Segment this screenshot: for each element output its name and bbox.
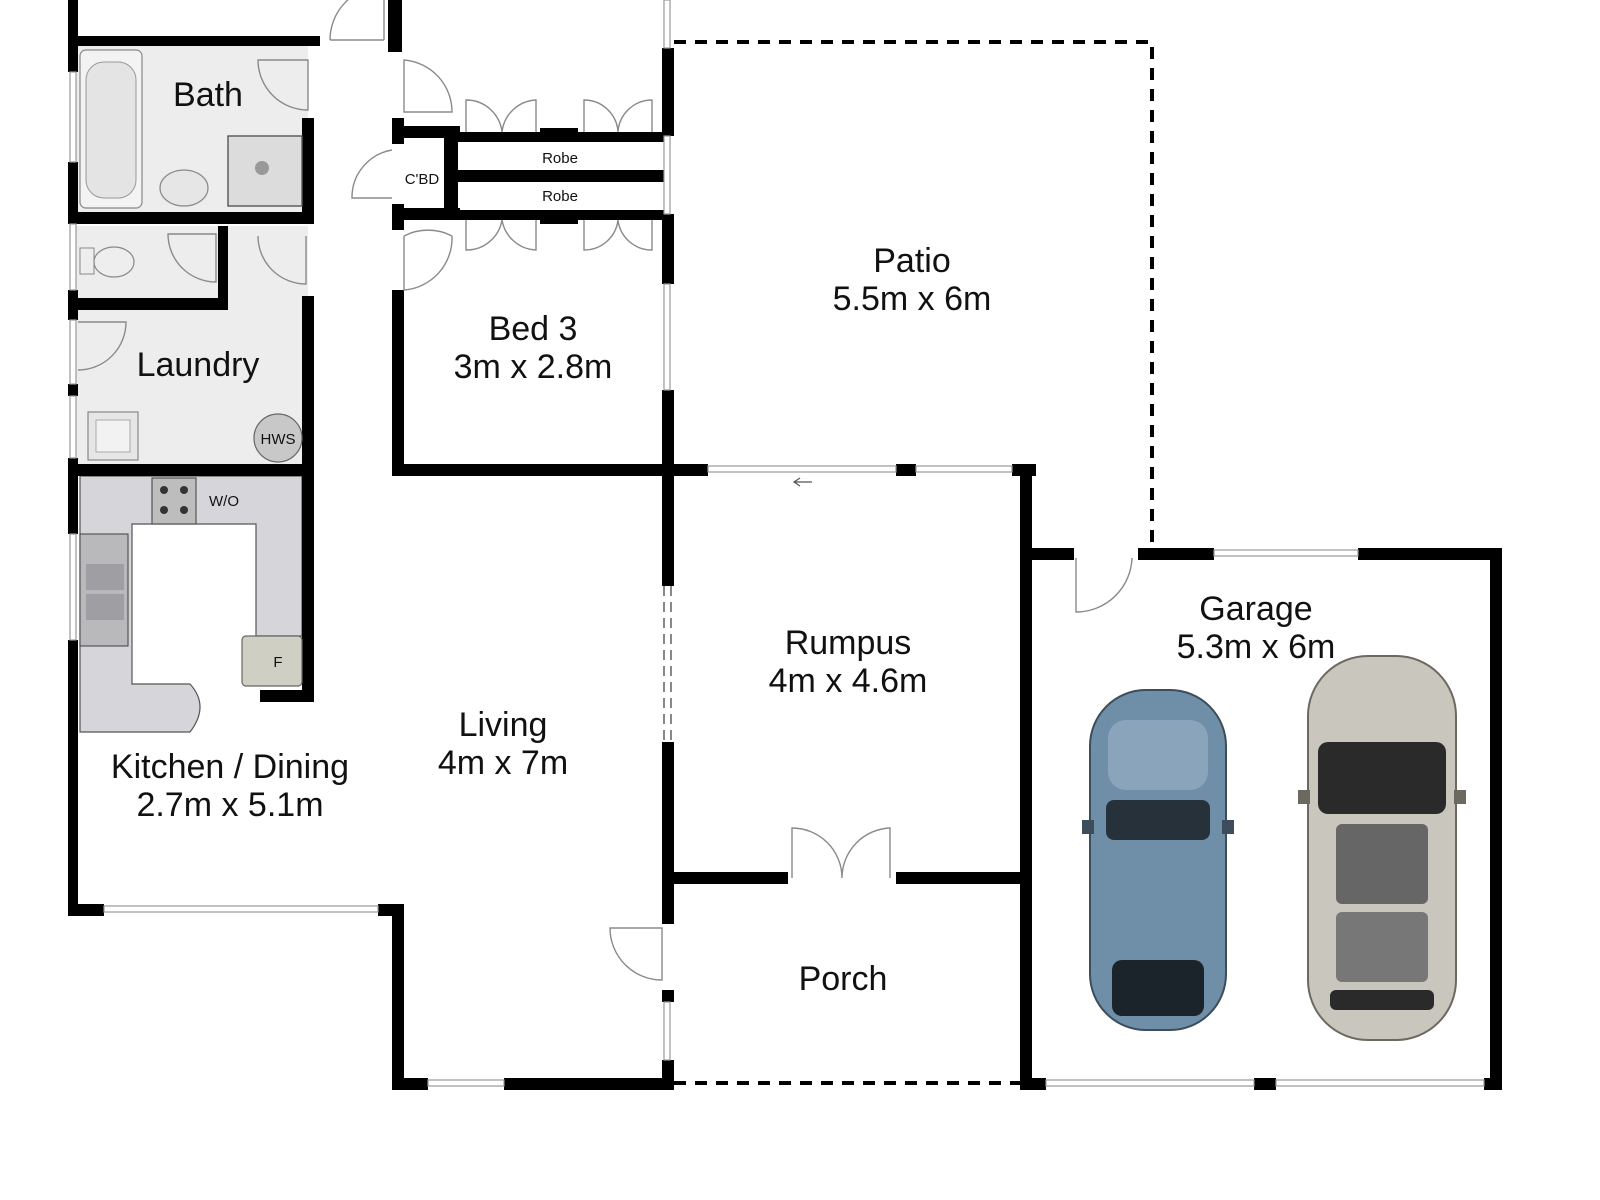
garage-dims: 5.3m x 6m <box>1177 628 1336 666</box>
fridge-icon <box>241 635 303 687</box>
doors <box>77 0 1133 981</box>
laundry-tub-icon <box>87 411 139 461</box>
sink-icon <box>79 533 129 647</box>
living-label: Living <box>459 706 548 744</box>
sliding-arrow-icon <box>792 477 812 487</box>
windows <box>69 0 1485 1087</box>
porch-label: Porch <box>799 960 888 998</box>
car-icon <box>1082 689 1234 1031</box>
fridge-label: F <box>273 654 282 671</box>
wo-label: W/O <box>209 493 239 510</box>
shower-icon <box>227 135 303 207</box>
bathtub-icon <box>79 49 143 209</box>
walls <box>68 0 1502 1090</box>
robe-lower-label: Robe <box>542 188 578 205</box>
rumpus-dims: 4m x 4.6m <box>769 662 928 700</box>
rumpus-label: Rumpus <box>785 624 912 662</box>
robe-upper-label: Robe <box>542 150 578 167</box>
living-dims: 4m x 7m <box>438 744 568 782</box>
hws-label: HWS <box>261 431 296 448</box>
garage-label: Garage <box>1199 590 1312 628</box>
laundry-label: Laundry <box>137 346 260 384</box>
basin-icon <box>159 169 209 207</box>
toilet-icon <box>79 246 135 278</box>
bed3-label: Bed 3 <box>489 310 578 348</box>
cooktop-icon <box>151 477 197 525</box>
car-icon <box>1298 655 1466 1041</box>
kitchen-dims: 2.7m x 5.1m <box>136 786 323 824</box>
cbd-label: C'BD <box>405 171 440 188</box>
patio-dims: 5.5m x 6m <box>833 280 992 318</box>
kitchen-label: Kitchen / Dining <box>111 748 349 786</box>
patio-label: Patio <box>873 242 951 280</box>
hot-water-system-icon <box>253 413 303 463</box>
bath-label: Bath <box>173 76 243 114</box>
bed3-dims: 3m x 2.8m <box>454 348 613 386</box>
